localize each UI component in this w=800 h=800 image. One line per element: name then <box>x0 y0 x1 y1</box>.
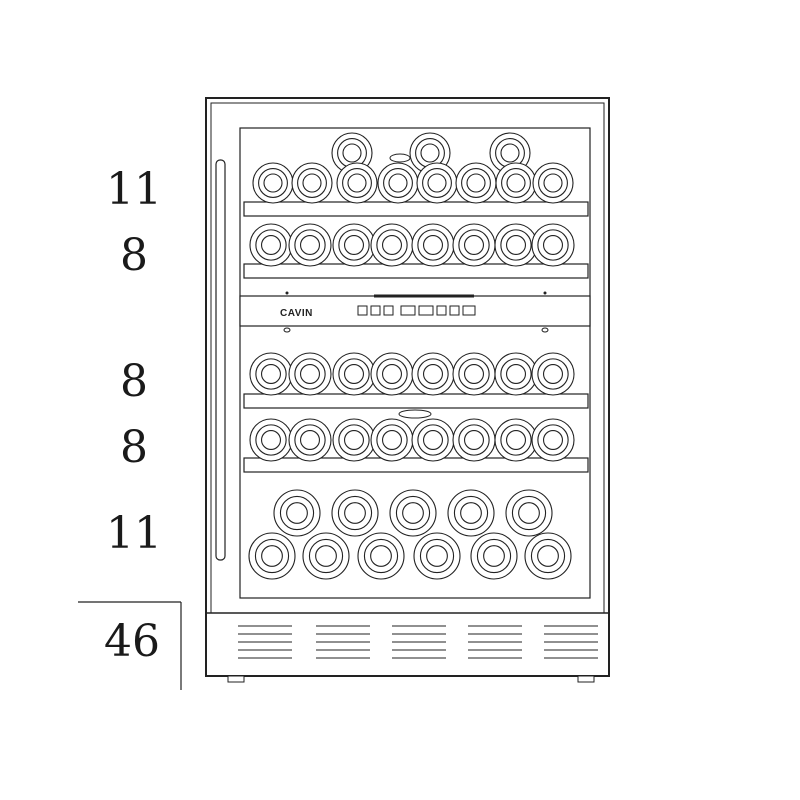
bottle-end <box>531 418 575 462</box>
shelf-1-count: 11 <box>106 164 162 215</box>
minus-button <box>449 305 460 316</box>
shelf-2-count: 8 <box>120 230 148 281</box>
cabinet <box>205 97 610 677</box>
light-button <box>370 305 381 316</box>
bottle-end <box>532 162 574 204</box>
bottle-end <box>288 418 332 462</box>
shelf-rail-1 <box>243 201 589 217</box>
foot-right <box>577 675 595 683</box>
bottle-end <box>357 532 405 580</box>
bottle-end <box>332 418 376 462</box>
bottle-end <box>455 162 497 204</box>
foot-left <box>227 675 245 683</box>
shelf-4-count: 8 <box>120 422 148 473</box>
bottle-end <box>531 223 575 267</box>
temp-display-upper <box>400 305 416 316</box>
shelf-5-count: 11 <box>106 508 162 559</box>
panel-buttons <box>357 305 476 316</box>
fan-lower <box>398 409 432 419</box>
bottle-end <box>494 418 538 462</box>
bottle-end <box>389 489 437 537</box>
zone-button <box>383 305 394 316</box>
bottle-end <box>505 489 553 537</box>
bottle-end <box>273 489 321 537</box>
feet <box>227 675 595 683</box>
shelf-3-count: 8 <box>120 356 148 407</box>
bottle-end <box>332 352 376 396</box>
bottle-end <box>470 532 518 580</box>
bottle-end <box>249 223 293 267</box>
control-panel: CAVIN <box>239 291 591 333</box>
bottle-end <box>413 532 461 580</box>
bottle-end <box>249 352 293 396</box>
bottle-end <box>452 352 496 396</box>
bottle-end <box>252 162 294 204</box>
bottle-end <box>370 418 414 462</box>
bottle-end <box>524 532 572 580</box>
power-button <box>357 305 368 316</box>
bottle-end <box>494 223 538 267</box>
shelf-rail-2 <box>243 263 589 279</box>
bottle-end <box>494 352 538 396</box>
bottle-end <box>288 223 332 267</box>
bottle-end <box>370 352 414 396</box>
bottle-end <box>411 223 455 267</box>
bottles <box>248 132 575 580</box>
bottle-end <box>377 162 419 204</box>
fan-upper <box>389 153 411 163</box>
total-bracket <box>78 601 182 690</box>
bottle-end <box>531 352 575 396</box>
bottle-end <box>452 223 496 267</box>
bottle-end <box>336 162 378 204</box>
bottle-end <box>452 418 496 462</box>
bottle-end <box>411 418 455 462</box>
shelf-rail-3 <box>243 393 589 409</box>
bottle-end <box>447 489 495 537</box>
bottle-end <box>416 162 458 204</box>
unit-button <box>462 305 476 316</box>
bottle-end <box>495 162 537 204</box>
bottle-end <box>331 489 379 537</box>
plus-button <box>436 305 447 316</box>
bottle-end <box>411 352 455 396</box>
bottle-end <box>249 418 293 462</box>
bottle-end <box>302 532 350 580</box>
brand-logo: CAVIN <box>280 308 313 319</box>
shelves <box>243 201 589 473</box>
bottle-end <box>370 223 414 267</box>
bottle-end <box>291 162 333 204</box>
shelf-rail-4 <box>243 457 589 473</box>
bottle-end <box>331 132 373 174</box>
bottle-end <box>288 352 332 396</box>
bottle-end <box>248 532 296 580</box>
temp-display-lower <box>418 305 434 316</box>
base-vent <box>238 625 598 659</box>
door-handle <box>215 159 226 561</box>
total-count: 46 <box>104 616 160 667</box>
bottle-end <box>332 223 376 267</box>
